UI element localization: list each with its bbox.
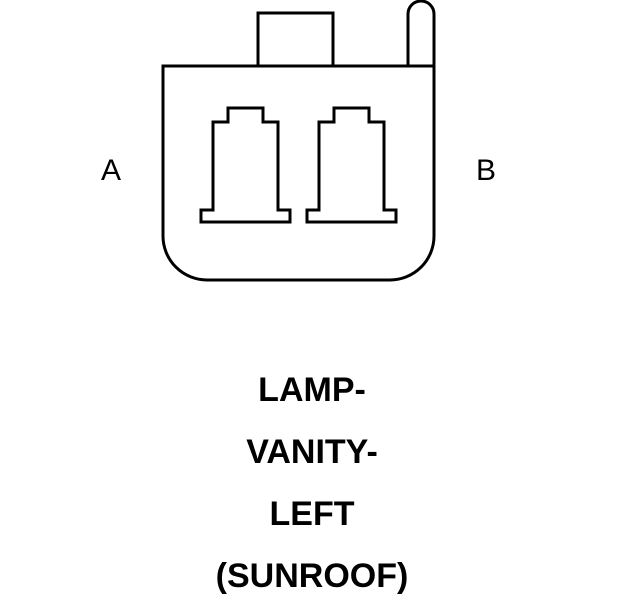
connector-body: [161, 64, 436, 282]
caption-line-3: LEFT: [269, 495, 355, 533]
caption-line-2: VANITY-: [246, 433, 378, 471]
terminal-cavity-a: [199, 106, 292, 224]
pin-b-label: B: [476, 154, 496, 187]
connector-latch: [406, 0, 436, 66]
caption-line-4: (SUNROOF): [215, 557, 409, 595]
caption-line-1: LAMP-: [258, 371, 366, 409]
connector-lock-tab: [256, 11, 335, 68]
terminal-cavity-b: [305, 106, 398, 224]
pin-a-label: A: [101, 154, 121, 187]
